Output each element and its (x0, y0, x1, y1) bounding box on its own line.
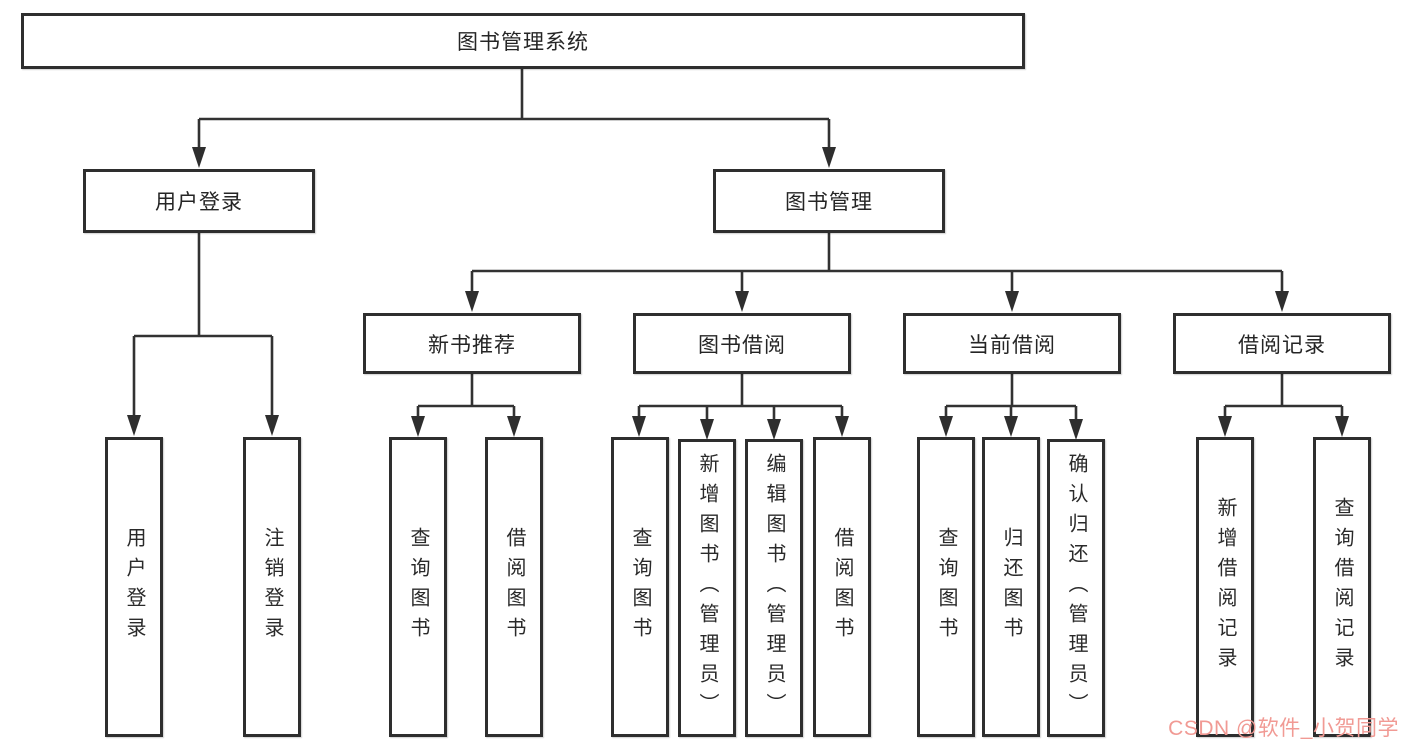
leaf-add-borrow-record: 新增借阅记录 (1196, 437, 1254, 737)
leaf-borrow-books-recommend: 借阅图书 (485, 437, 543, 737)
node-user-login: 用户登录 (83, 169, 315, 233)
node-label: 编辑图书（管理员） (763, 453, 785, 723)
node-root-system: 图书管理系统 (21, 13, 1025, 69)
leaf-confirm-return-admin: 确认归还（管理员） (1047, 439, 1105, 737)
node-label: 借阅图书 (831, 527, 853, 647)
node-label: 新增图书（管理员） (696, 453, 718, 723)
node-label: 图书借阅 (698, 333, 786, 357)
node-label: 当前借阅 (968, 333, 1056, 357)
node-label: 图书管理 (785, 191, 873, 214)
node-label: 新增借阅记录 (1214, 497, 1236, 677)
node-label: 借阅图书 (503, 527, 525, 647)
node-label: 新书推荐 (428, 333, 516, 357)
node-label: 注销登录 (261, 527, 283, 647)
leaf-query-borrow-record: 查询借阅记录 (1313, 437, 1371, 737)
leaf-query-books-current: 查询图书 (917, 437, 975, 737)
node-label: 用户登录 (155, 191, 243, 214)
leaf-return-book: 归还图书 (982, 437, 1040, 737)
node-label: 查询借阅记录 (1331, 497, 1353, 677)
node-label: 查询图书 (407, 527, 429, 647)
node-book-management: 图书管理 (713, 169, 945, 233)
node-label: 查询图书 (629, 527, 651, 647)
node-new-book-recommend: 新书推荐 (363, 313, 581, 374)
leaf-borrow-books: 借阅图书 (813, 437, 871, 737)
leaf-query-books-borrow: 查询图书 (611, 437, 669, 737)
leaf-edit-book-admin: 编辑图书（管理员） (745, 439, 803, 737)
node-label: 查询图书 (935, 527, 957, 647)
csdn-watermark: CSDN @软件_小贺同学 (1168, 717, 1399, 740)
node-borrow-records: 借阅记录 (1173, 313, 1391, 374)
leaf-query-books-recommend: 查询图书 (389, 437, 447, 737)
node-label: 用户登录 (123, 527, 145, 647)
node-label: 归还图书 (1000, 527, 1022, 647)
leaf-user-login: 用户登录 (105, 437, 163, 737)
node-label: 确认归还（管理员） (1065, 453, 1087, 723)
node-book-borrow: 图书借阅 (633, 313, 851, 374)
node-current-borrow: 当前借阅 (903, 313, 1121, 374)
node-label: 图书管理系统 (457, 31, 589, 54)
leaf-add-book-admin: 新增图书（管理员） (678, 439, 736, 737)
node-label: 借阅记录 (1238, 333, 1326, 357)
leaf-logout: 注销登录 (243, 437, 301, 737)
